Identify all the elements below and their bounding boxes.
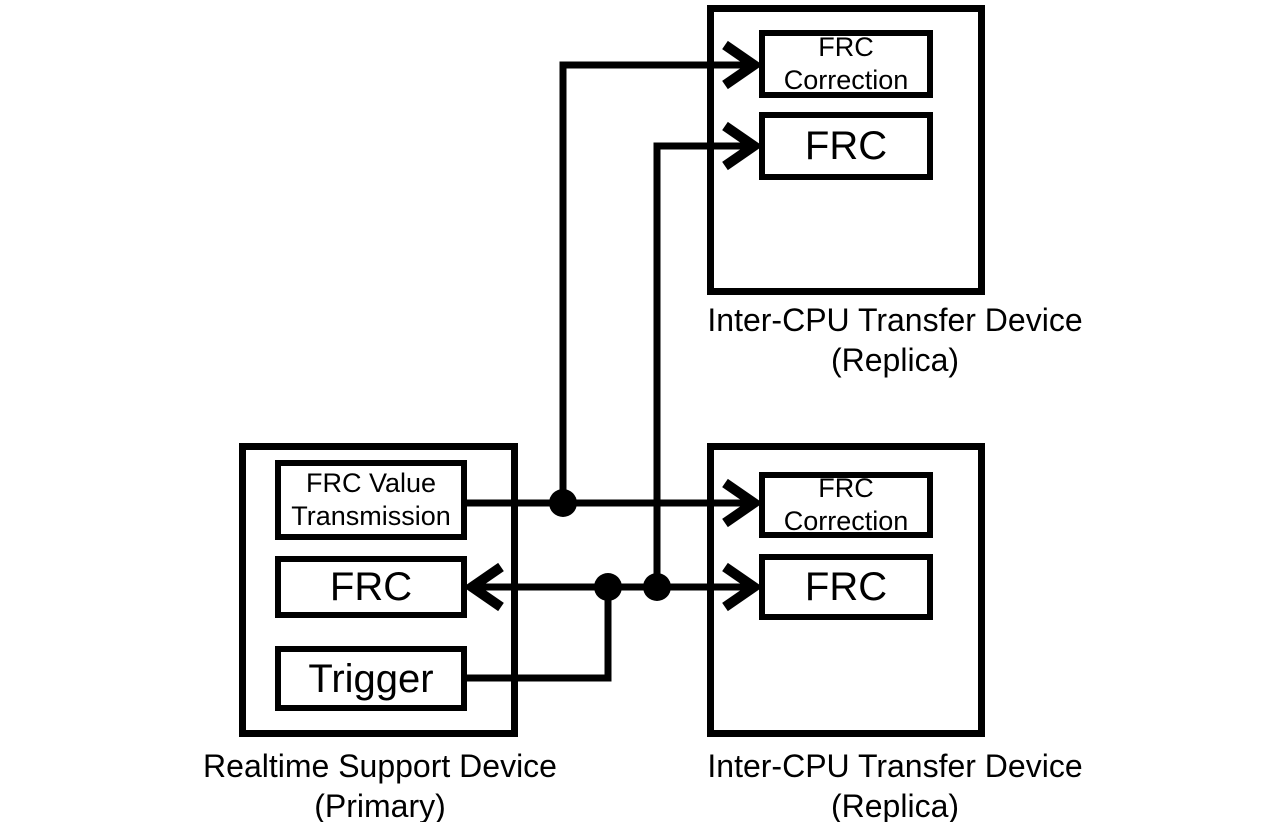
module-frc-replica-top: FRC	[759, 112, 933, 180]
caption-line: Inter-CPU Transfer Device	[707, 748, 1083, 784]
module-label-line: Transmission	[291, 501, 451, 531]
caption-replica-top: Inter-CPU Transfer Device (Replica)	[645, 301, 1145, 380]
module-frc-replica-bottom: FRC	[759, 554, 933, 620]
module-label-line: FRC	[804, 565, 888, 609]
module-label-line: FRC Value	[305, 468, 437, 499]
module-label-line: FRC	[804, 124, 888, 168]
junction-dot-bus-riser	[643, 573, 671, 601]
caption-line: (Replica)	[830, 787, 960, 822]
junction-dot-frc-value-branch	[549, 489, 577, 517]
module-label-line: Trigger	[308, 656, 434, 701]
caption-line: (Primary)	[314, 787, 446, 822]
caption-line: (Replica)	[830, 341, 960, 378]
module-trigger: Trigger	[275, 646, 467, 711]
module-frc-value-transmission: FRC Value Transmission	[275, 460, 467, 540]
module-label-line: FRC	[818, 32, 874, 63]
caption-primary: Realtime Support Device (Primary)	[130, 747, 630, 822]
junction-dot-trigger-bus	[594, 573, 622, 601]
module-label-line: Correction	[783, 65, 909, 95]
module-label-line: FRC	[329, 565, 413, 609]
module-frc-correction-replica-bottom: FRC Correction	[759, 472, 933, 538]
device-inter-cpu-transfer-replica-bottom: FRC Correction FRC	[707, 443, 985, 737]
module-frc-correction-replica-top: FRC Correction	[759, 30, 933, 98]
device-inter-cpu-transfer-replica-top: FRC Correction FRC	[707, 5, 985, 295]
module-label-line: FRC	[818, 473, 874, 504]
caption-replica-bottom: Inter-CPU Transfer Device (Replica)	[645, 747, 1145, 822]
caption-line: Realtime Support Device	[203, 748, 557, 784]
module-frc-primary: FRC	[275, 556, 467, 618]
module-label-line: Correction	[783, 506, 909, 536]
caption-line: Inter-CPU Transfer Device	[707, 302, 1083, 338]
device-realtime-support-primary: FRC Value Transmission FRC Trigger	[239, 443, 518, 737]
